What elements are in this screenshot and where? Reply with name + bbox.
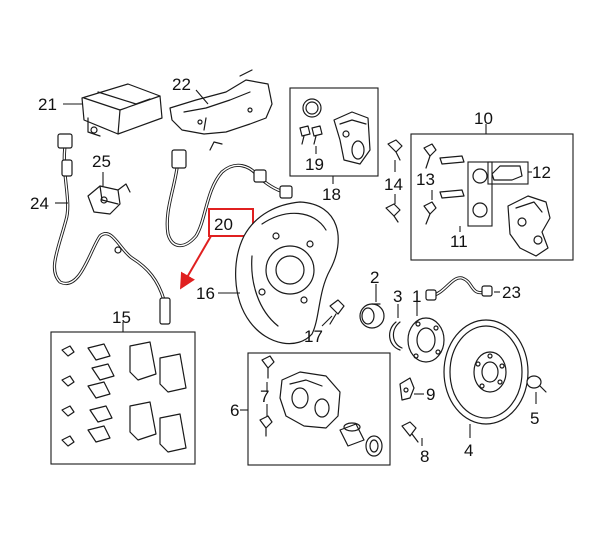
abs-sensor-wire-left [52, 133, 171, 325]
clip-part [87, 183, 131, 215]
callout-23: 23 [502, 283, 521, 302]
abs-module-part [81, 83, 163, 137]
abs-sensor-wire-right [165, 141, 293, 248]
snap-ring-part [389, 321, 403, 351]
callout-6: 6 [230, 401, 239, 420]
bracket-part [169, 69, 273, 135]
group-box-18 [289, 87, 379, 177]
group-box-6 [247, 352, 391, 466]
callout-9: 9 [426, 385, 435, 404]
pad-bolts-part [61, 345, 75, 447]
group-box-12 [487, 161, 529, 185]
callout-5: 5 [530, 409, 539, 428]
callout-4: 4 [464, 441, 473, 460]
callout-11: 11 [450, 232, 468, 251]
caliper-bolts-part [259, 355, 275, 437]
caliper-bracket-part [507, 195, 551, 257]
brake-disc-part [443, 319, 529, 425]
callout-8: 8 [420, 447, 429, 466]
callout-20-highlight-box [208, 208, 254, 237]
callout-13: 13 [416, 170, 435, 189]
callout-17: 17 [304, 327, 323, 346]
splash-shield-part [235, 201, 339, 345]
brake-pads-part [129, 341, 187, 453]
callout-2: 2 [370, 268, 379, 287]
callout-20: 20 [214, 215, 233, 234]
callout-14: 14 [384, 175, 403, 194]
group-box-11 [467, 161, 493, 227]
callout-19: 19 [305, 155, 324, 174]
callout-10: 10 [474, 109, 493, 128]
seal-kit-part [299, 98, 323, 145]
screw-5-part [526, 375, 547, 393]
group-box-10 [410, 133, 574, 261]
callout-22: 22 [172, 75, 191, 94]
callout-25: 25 [92, 152, 111, 171]
wheel-bearing-part [359, 303, 385, 329]
callout-7: 7 [260, 387, 269, 406]
caliper-part [279, 371, 341, 429]
callout-21: 21 [38, 95, 57, 114]
boots-part [472, 168, 488, 218]
callout-18: 18 [322, 185, 341, 204]
cap-part [491, 165, 523, 181]
callout-16: 16 [196, 284, 215, 303]
bleeder-part [401, 421, 419, 443]
callout-1: 1 [412, 287, 421, 306]
callout-3: 3 [393, 287, 402, 306]
callout-15: 15 [112, 308, 131, 327]
bolts-14-part [385, 139, 403, 223]
bolt-17-part [329, 299, 345, 325]
hub-part [407, 317, 445, 363]
callout-12: 12 [532, 163, 551, 182]
piston-part [339, 422, 383, 457]
brake-hose-part [425, 276, 493, 301]
sensor-bracket-part [399, 377, 415, 401]
pad-clips-part [87, 343, 115, 443]
callout-20-arrow [179, 235, 212, 290]
parking-motor-part [333, 111, 371, 165]
callout-24: 24 [30, 194, 49, 213]
guide-pins-part [423, 143, 465, 225]
